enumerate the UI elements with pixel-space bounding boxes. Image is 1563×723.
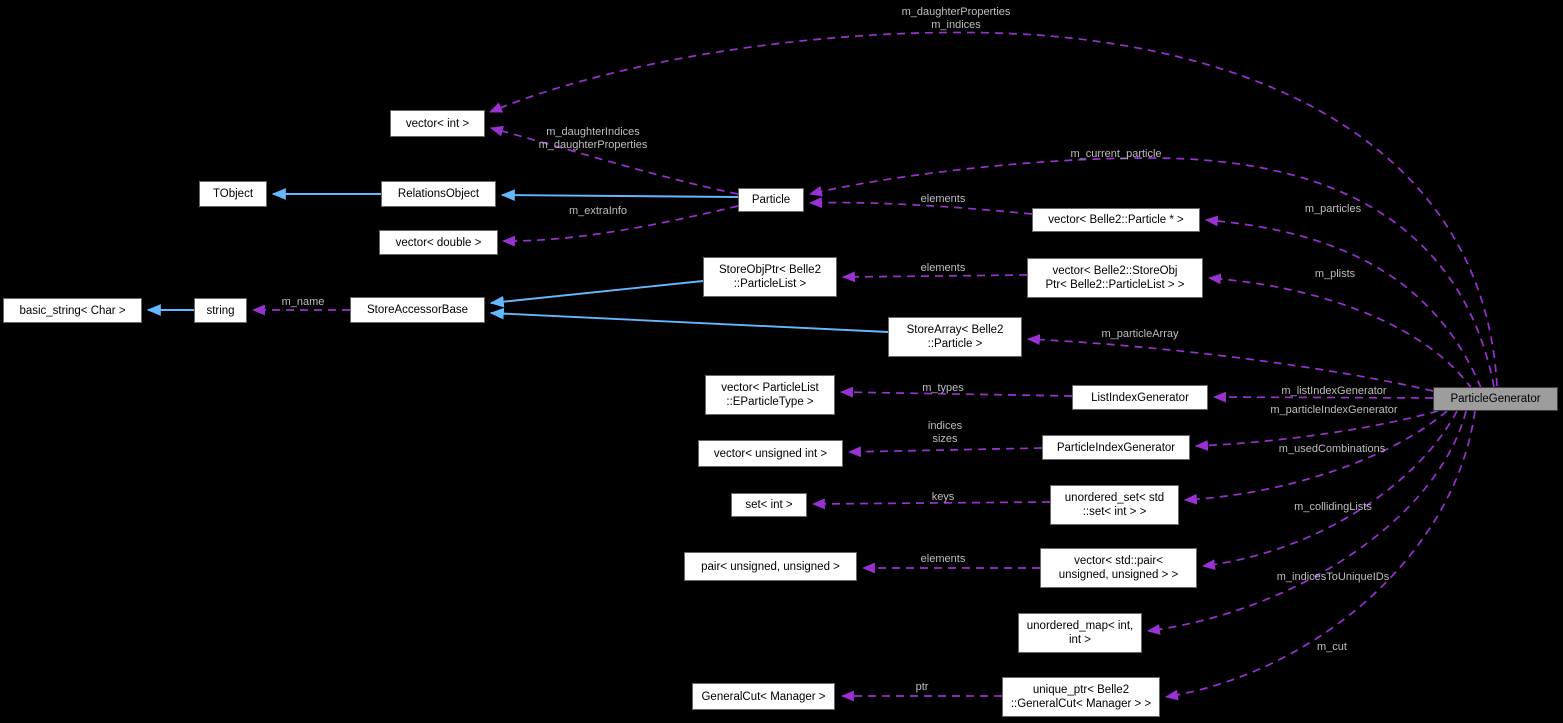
node-unordered-map-int-int[interactable]: unordered_map< int, int >: [1018, 613, 1142, 653]
node-label-line: RelationsObject: [397, 188, 480, 200]
node-set-int[interactable]: set< int >: [731, 493, 807, 517]
node-label-line: Particle: [751, 194, 791, 206]
node-basic-string-char[interactable]: basic_string< Char >: [3, 298, 142, 323]
node-pair-unsigned-unsigned[interactable]: pair< unsigned, unsigned >: [684, 552, 857, 581]
edge-m_particles: [1204, 215, 1482, 389]
edge-m_cut: [1164, 410, 1476, 701]
node-label-line: vector< std::pair<: [1074, 555, 1163, 567]
node-label-line: unordered_set< std: [1064, 492, 1165, 504]
node-label-line: vector< Belle2::Particle * >: [1048, 214, 1184, 226]
node-unique-ptr-generalcut[interactable]: unique_ptr< Belle2::GeneralCut< Manager …: [1002, 677, 1160, 717]
node-label-line: string: [206, 304, 235, 317]
node-label-line: vector< ParticleList: [721, 382, 819, 394]
edge-m_usedCombinations: [1183, 410, 1448, 505]
node-label-line: pair< unsigned, unsigned >: [701, 560, 840, 573]
edge-m_collidingLists: [1201, 410, 1458, 570]
node-label-line: ::Particle >: [927, 338, 983, 350]
node-label-line: StoreAccessorBase: [367, 304, 468, 316]
node-vector-std-pair[interactable]: vector< std::pair<unsigned, unsigned > >: [1040, 548, 1197, 588]
node-label-line: set< int >: [745, 499, 793, 511]
node-label-line: ::set< int > >: [1082, 506, 1147, 518]
node-label-line: StoreObjPtr< Belle2: [719, 264, 821, 276]
edge-inh-storearray-storeaccessorbase: [489, 307, 889, 333]
node-label-line: ParticleIndexGenerator: [1056, 441, 1176, 454]
node-storeaccessorbase[interactable]: StoreAccessorBase: [350, 297, 485, 323]
edge-m_types: [839, 386, 1073, 398]
edge-m_plists: [1207, 273, 1473, 390]
node-label-line: vector< double >: [395, 236, 482, 249]
node-string[interactable]: string: [194, 298, 247, 323]
node-storeobjptr-particlelist[interactable]: StoreObjPtr< Belle2::ParticleList >: [703, 257, 837, 297]
node-vector-belle2-particle-ptr[interactable]: vector< Belle2::Particle * >: [1032, 208, 1200, 232]
node-particlegenerator[interactable]: ParticleGenerator: [1433, 387, 1558, 411]
node-label-line: vector< unsigned int >: [713, 447, 828, 460]
node-label-line: ParticleGenerator: [1450, 393, 1541, 405]
node-label-line: int >: [1068, 634, 1092, 646]
node-label-line: ::GeneralCut< Manager > >: [1010, 698, 1152, 710]
edge-inh-particle-relationsobject: [500, 189, 739, 201]
edge-indices-sizes: [847, 446, 1043, 458]
edge-elements-particle: [808, 197, 1033, 215]
node-tobject[interactable]: TObject: [199, 181, 267, 207]
node-label-line: Ptr< Belle2::ParticleList > >: [1045, 279, 1185, 291]
node-particle[interactable]: Particle: [738, 188, 804, 212]
node-storearray-particle[interactable]: StoreArray< Belle2::Particle >: [888, 317, 1022, 357]
node-label-line: ::ParticleList >: [733, 278, 807, 290]
edge-m_extraInfo: [501, 205, 739, 247]
edge-m_particleIndexGenerator: [1194, 410, 1439, 451]
node-vector-unsigned-int[interactable]: vector< unsigned int >: [698, 440, 843, 467]
node-label-line: unordered_map< int,: [1026, 620, 1134, 632]
edge-m_indicesToUniqueIDs: [1146, 410, 1467, 635]
node-vector-int[interactable]: vector< int >: [390, 110, 485, 137]
node-label-line: basic_string< Char >: [19, 304, 126, 317]
node-label-line: vector< Belle2::StoreObj: [1052, 265, 1178, 277]
edge-elements-storeobjptr: [841, 271, 1028, 283]
edge-inh-storeobjptr-storeaccessorbase: [489, 280, 704, 308]
node-label-line: StoreArray< Belle2: [906, 324, 1004, 336]
node-unordered-set-set-int[interactable]: unordered_set< std::set< int > >: [1050, 485, 1179, 525]
node-label-line: vector< int >: [405, 117, 470, 130]
node-label-line: unsigned, unsigned > >: [1058, 569, 1179, 581]
edge-m_listIndexGenerator: [1212, 391, 1434, 403]
node-label-line: unique_ptr< Belle2: [1032, 684, 1130, 696]
node-vector-eparticletype[interactable]: vector< ParticleList::EParticleType >: [705, 375, 835, 415]
node-relationsobject[interactable]: RelationsObject: [381, 181, 496, 207]
edge-keys: [811, 498, 1051, 510]
node-label-line: ::EParticleType >: [726, 396, 814, 408]
node-listindexgenerator[interactable]: ListIndexGenerator: [1072, 385, 1208, 410]
edge-m_current_particle: [808, 157, 1495, 388]
node-particleindexgenerator[interactable]: ParticleIndexGenerator: [1042, 435, 1190, 460]
edge-m_particleArray: [1026, 334, 1434, 392]
edge-m_daughterIndices-m_daughterProperties: [489, 125, 739, 195]
node-label-line: ListIndexGenerator: [1091, 391, 1189, 404]
node-label-line: TObject: [212, 188, 254, 200]
node-label-line: GeneralCut< Manager >: [701, 690, 826, 703]
edge-m_daughterProperties-m_indices: [488, 31, 1498, 387]
node-vector-double[interactable]: vector< double >: [379, 230, 498, 255]
node-generalcut-manager[interactable]: GeneralCut< Manager >: [692, 683, 835, 710]
